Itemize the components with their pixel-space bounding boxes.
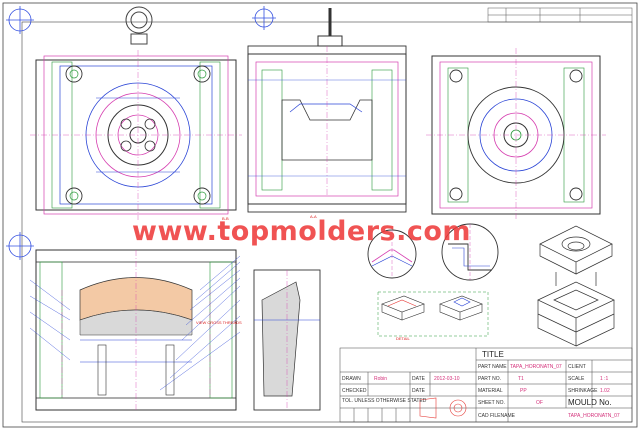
eye-bolt (125, 6, 153, 45)
view-note-label: VIEW CROSS THREADS (196, 320, 242, 325)
mould-no-value: TAPA_HORONATN_07 (568, 413, 620, 419)
client-label: CLIENT (568, 364, 586, 370)
slider-section-view (253, 269, 321, 411)
tolerance-label: TOL. UNLESS OTHERWISE STATED (342, 398, 427, 404)
section-a-label: A-A (310, 214, 317, 219)
material-value: PP (520, 388, 527, 394)
detail-box (377, 291, 489, 337)
crosshair-icon (6, 232, 34, 260)
bottom-view (426, 48, 606, 220)
revision-table (487, 7, 633, 23)
projection-symbol (419, 397, 467, 419)
sheet-no-value: OF (536, 400, 543, 406)
shrinkage-label: SHRINKAGE (568, 388, 598, 394)
top-view (30, 50, 242, 220)
mould-no-label: MOULD No. (568, 398, 612, 407)
shrinkage-value: 1.02 (600, 388, 610, 394)
drawn-by: Robin (374, 376, 387, 382)
part-no-label: PART NO. (478, 376, 501, 382)
section-b-label: B-B (222, 216, 229, 221)
detail-view-a (367, 229, 417, 279)
date-label-2: DATE (412, 388, 426, 394)
detail-view-b (441, 223, 499, 281)
watermark-text: www.topmolders.com (132, 216, 471, 247)
inner-frame (21, 21, 633, 423)
main-section-view (35, 249, 237, 411)
detail-note-label: DETAIL (396, 336, 410, 341)
part-no-value: T1 (518, 376, 524, 382)
part-name-value: TAPA_HORONATN_07 (510, 364, 562, 370)
isometric-mould-lower (537, 272, 615, 347)
cad-label: CAD FILENAME (478, 413, 516, 419)
sheet-no-label: SHEET NO. (478, 400, 505, 406)
leader-lines (29, 255, 241, 391)
crosshair-icon (252, 6, 276, 30)
part-name-label: PART NAME (478, 364, 507, 370)
date-value: 2012-03-10 (434, 376, 460, 382)
material-label: MATERIAL (478, 388, 503, 394)
scale-label: SCALE (568, 376, 585, 382)
drawn-label: DRAWN (342, 376, 361, 382)
crosshair-icon (6, 6, 34, 34)
checked-label: CHECKED (342, 388, 367, 394)
scale-value: 1 :1 (600, 376, 609, 382)
title-block (339, 347, 633, 423)
isometric-detail-small (381, 295, 483, 321)
date-label: DATE (412, 376, 426, 382)
isometric-mould-upper (539, 225, 613, 275)
side-view (247, 8, 407, 213)
title-label: TITLE (482, 350, 504, 359)
